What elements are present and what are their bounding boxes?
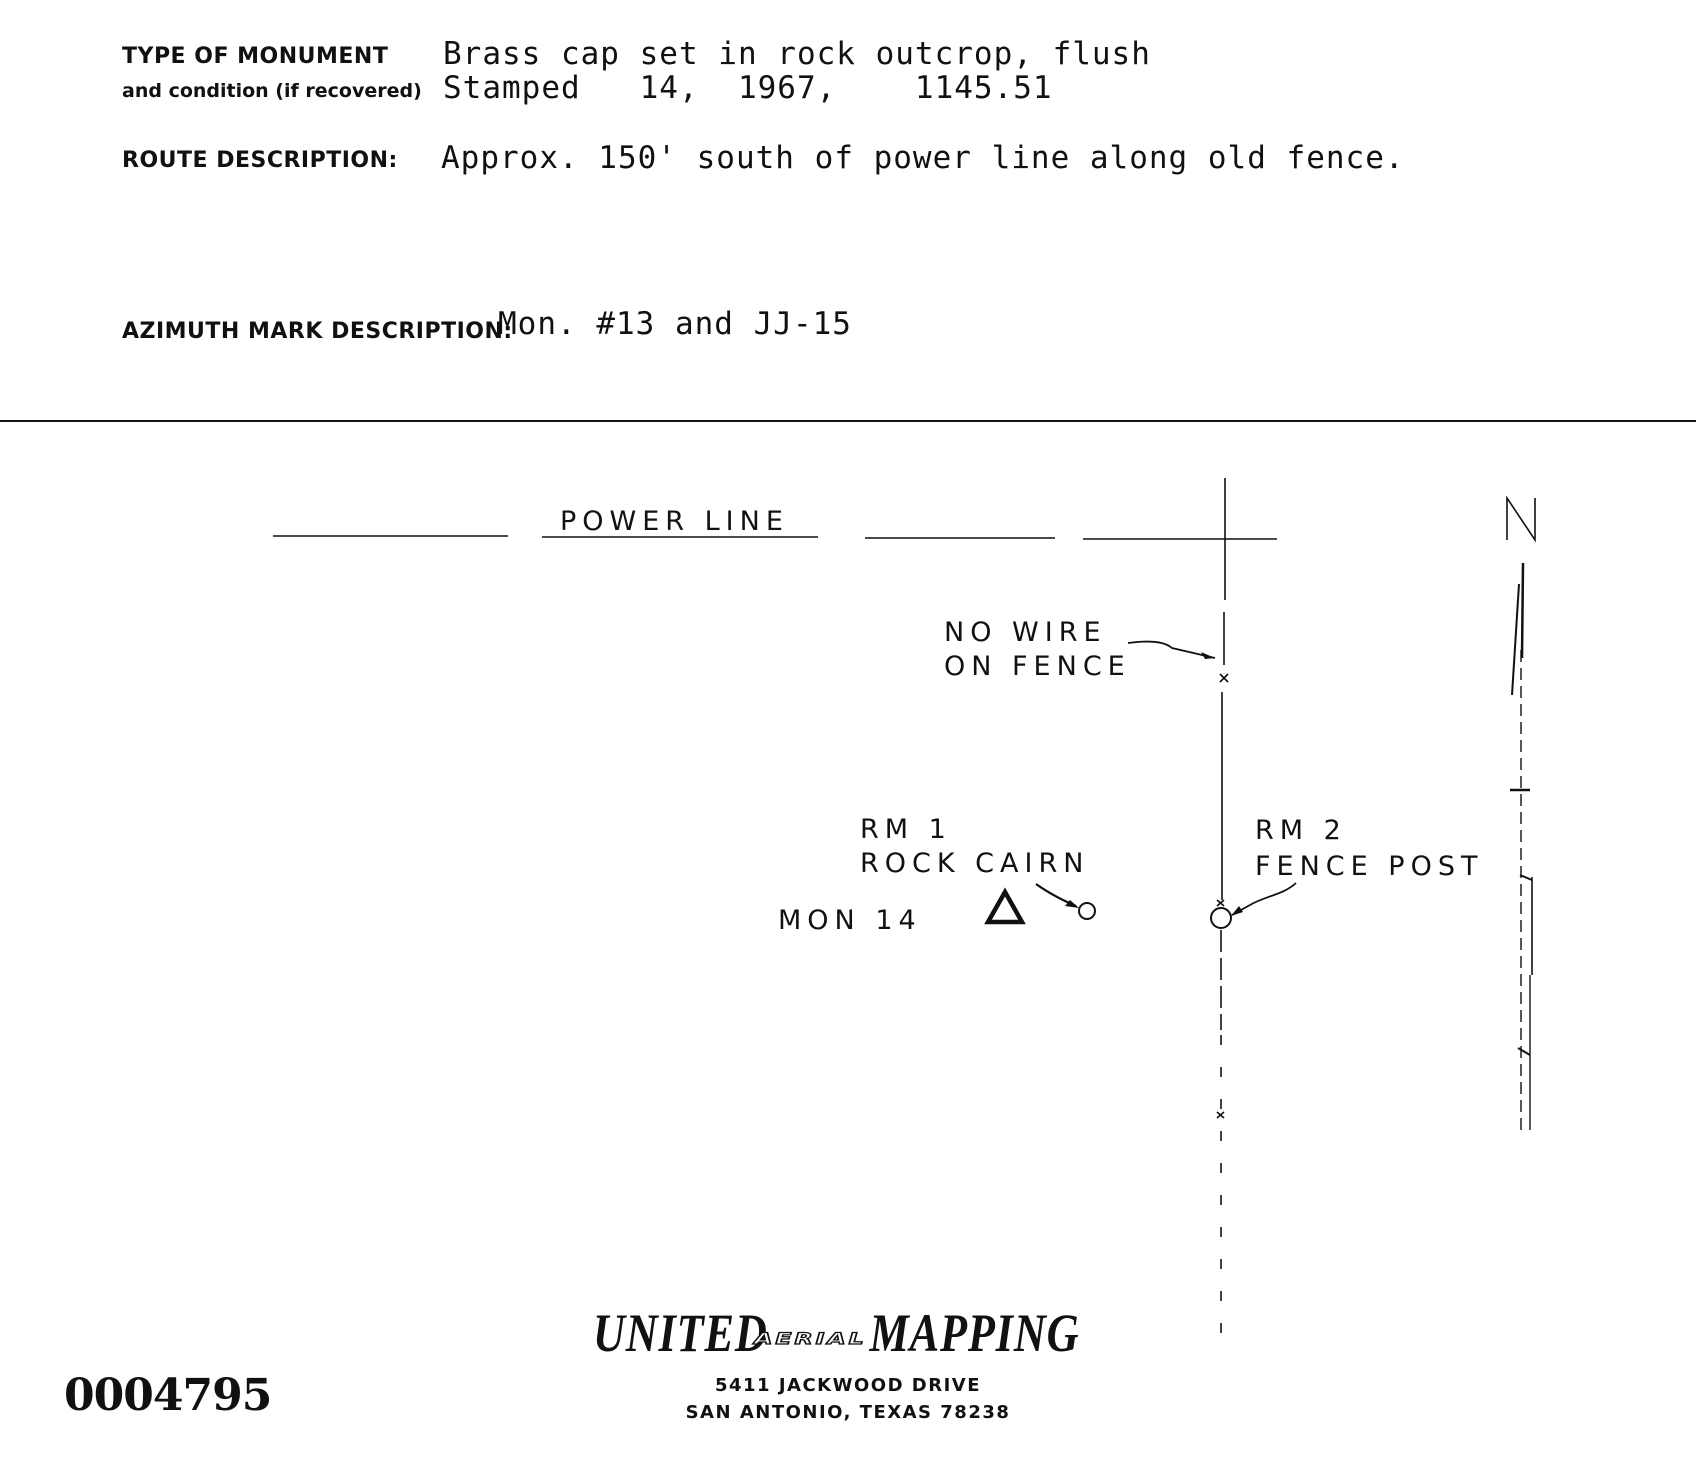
rm2-fence-post-icon — [1210, 907, 1232, 929]
company-address-line1: 5411 JACKWOOD DRIVE — [714, 1375, 982, 1396]
rm2-label: RM 2 — [1255, 815, 1347, 846]
rm2-arrow — [1231, 882, 1297, 916]
north-arrow — [1506, 495, 1536, 1130]
company-name-mapping: MAPPING — [869, 1303, 1080, 1363]
fence-post-label: FENCE POST — [1255, 851, 1484, 882]
no-wire-label: NO WIRE — [944, 617, 1107, 648]
company-name-aerial: AERIAL — [753, 1329, 867, 1349]
monument-stamp-value: Stamped 14, 1967, 1145.51 — [443, 70, 1053, 106]
no-wire-arrow — [1127, 640, 1216, 659]
arrow-head-icon — [1201, 652, 1215, 659]
rm1-rock-cairn-icon — [1078, 902, 1096, 920]
on-fence-label: ON FENCE — [944, 651, 1131, 682]
route-description-label: ROUTE DESCRIPTION: — [122, 148, 398, 173]
company-name-united: UNITED — [593, 1303, 768, 1363]
fence-line — [1220, 478, 1226, 1340]
arrow-head-icon — [1231, 906, 1243, 916]
condition-sublabel: and condition (if recovered) — [122, 80, 422, 102]
company-address-line2: SAN ANTONIO, TEXAS 78238 — [685, 1402, 1011, 1423]
azimuth-mark-value: Mon. #13 and JJ-15 — [498, 306, 852, 342]
type-of-monument-label: TYPE OF MONUMENT — [122, 44, 389, 69]
company-logo: UNITEDAERIALMAPPING — [593, 1302, 1079, 1364]
monument-type-value: Brass cap set in rock outcrop, flush — [443, 36, 1151, 72]
rm1-label: RM 1 — [860, 814, 952, 845]
power-line — [273, 535, 1277, 540]
monument-label: MON 14 — [778, 905, 922, 936]
rock-cairn-label: ROCK CAIRN — [860, 848, 1090, 879]
fence-x-marks — [1216, 673, 1229, 1119]
section-divider — [0, 420, 1696, 422]
document-number: 0004795 — [64, 1370, 272, 1421]
monument-triangle-icon — [984, 887, 1026, 925]
power-line-label: POWER LINE — [560, 506, 789, 537]
route-description-value: Approx. 150' south of power line along o… — [441, 140, 1405, 176]
arrow-head-icon — [1065, 900, 1079, 908]
azimuth-mark-label: AZIMUTH MARK DESCRIPTION: — [122, 319, 513, 344]
